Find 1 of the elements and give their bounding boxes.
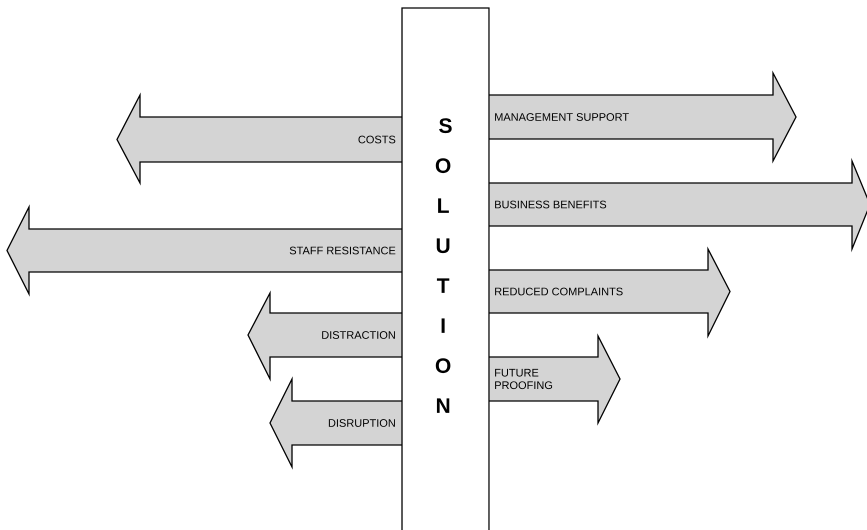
solution-bar: SOLUTION [401,7,490,530]
